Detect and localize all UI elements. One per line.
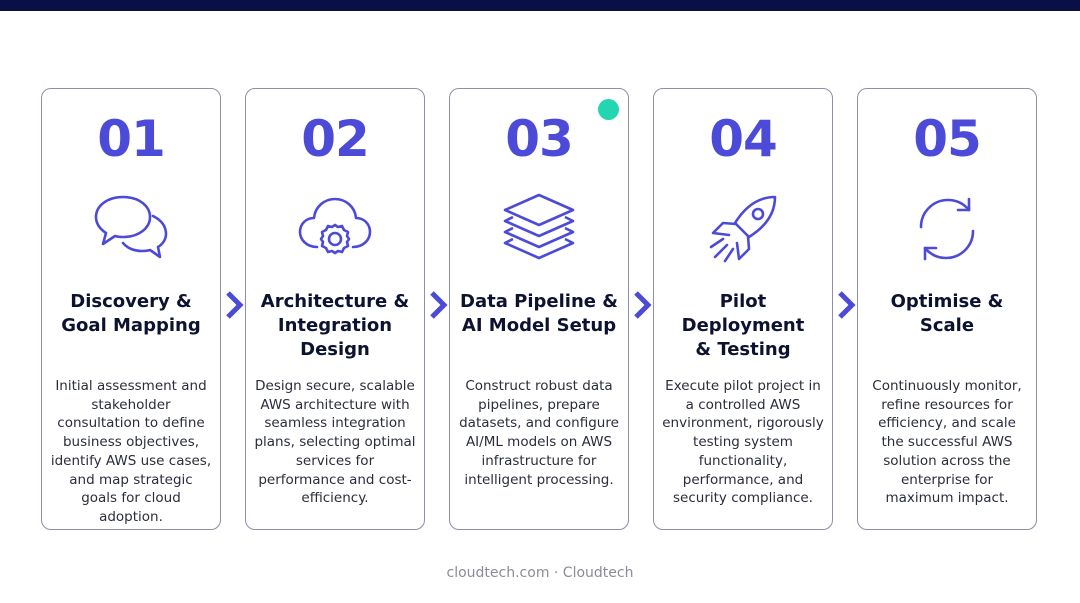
step-title: Pilot Deployment & Testing [681, 291, 805, 360]
step-number: 04 [709, 110, 778, 168]
rocket-icon [703, 189, 783, 269]
layers-icon [499, 189, 579, 269]
chevron-right-icon [224, 290, 244, 320]
step-title: Architecture & Integration Design [260, 291, 410, 360]
status-dot [598, 99, 619, 120]
chevron-right-icon [836, 290, 856, 320]
cloud-gear-icon [295, 189, 375, 269]
step-number: 05 [913, 110, 982, 168]
step-description: Continuously monitor, refine resources f… [872, 378, 1022, 507]
step-number: 03 [505, 110, 574, 168]
step-description: Design secure, scalable AWS architecture… [254, 378, 416, 507]
chevron-right-icon [632, 290, 652, 320]
chevron-right-icon [428, 290, 448, 320]
refresh-icon [907, 189, 987, 269]
chat-bubbles-icon [91, 189, 171, 269]
step-title: Data Pipeline & AI Model Setup [460, 291, 618, 336]
footer-text: cloudtech.com · Cloudtech [446, 565, 634, 581]
step-card-2: 02 Architecture & Integration Design Des… [245, 88, 425, 530]
step-number: 01 [97, 110, 166, 168]
step-description: Construct robust data pipelines, prepare… [459, 378, 619, 488]
step-card-4: 04 Pilot Deployment & Testing Execute pi… [653, 88, 833, 530]
step-description: Initial assessment and stakeholder consu… [50, 378, 212, 525]
step-card-1: 01 Discovery & Goal Mapping Initial asse… [41, 88, 221, 530]
step-description: Execute pilot project in a controlled AW… [662, 378, 824, 507]
top-banner-bar [0, 0, 1080, 11]
step-number: 02 [301, 110, 370, 168]
step-title: Optimise & Scale [890, 291, 1004, 336]
step-card-5: 05 Optimise & Scale Continuously monitor… [857, 88, 1037, 530]
step-card-3: 03 Data Pipeline & AI Model Setup Constr… [449, 88, 629, 530]
step-title: Discovery & Goal Mapping [61, 291, 201, 336]
